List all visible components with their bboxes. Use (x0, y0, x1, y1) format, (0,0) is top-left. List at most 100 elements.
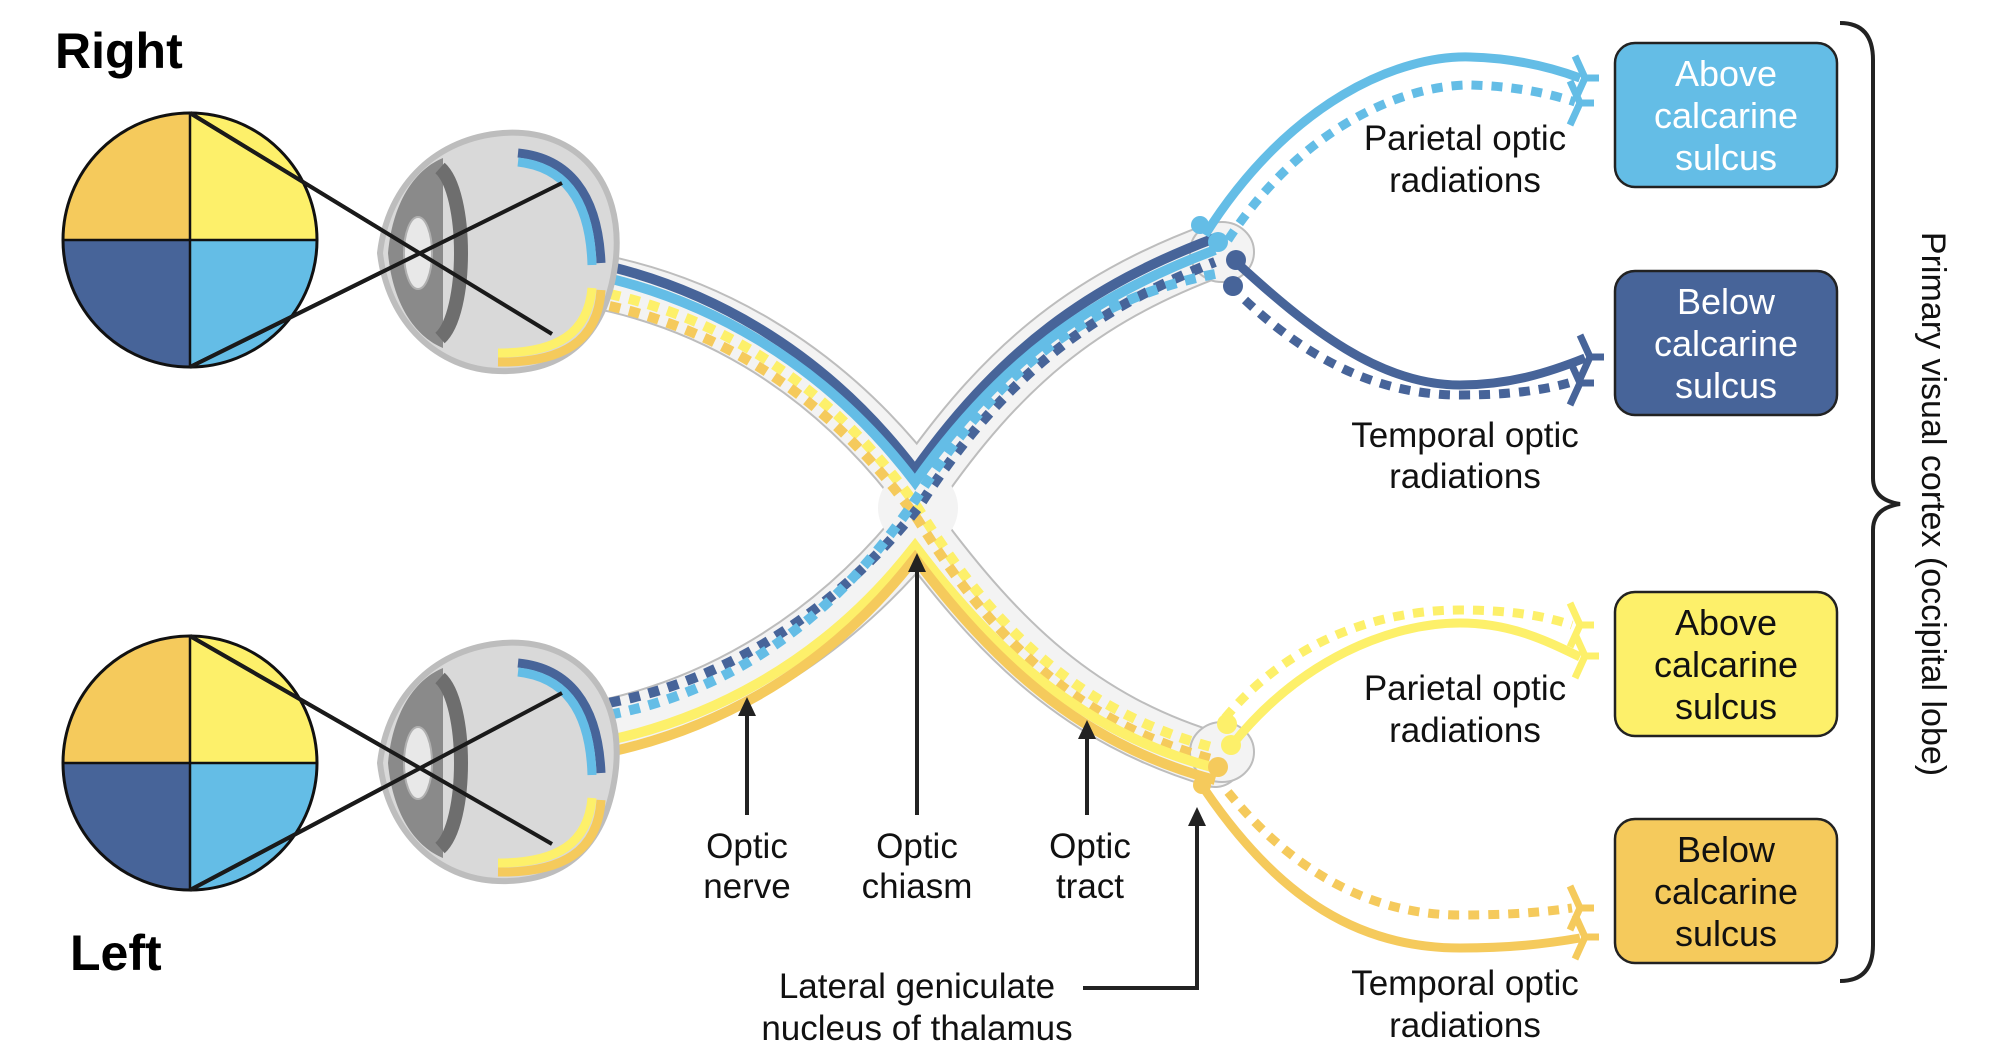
optic-nerve-label-1: Optic (706, 827, 788, 866)
ciliary-body (434, 162, 468, 344)
cortex-box-label: calcarine (1654, 95, 1798, 136)
cortex-box-label: Below (1677, 829, 1776, 870)
fibre-light-blue-dashed (589, 269, 1216, 723)
fibre-light-blue-solid (588, 245, 1217, 491)
retina-orange (497, 799, 606, 877)
quadrant-upper-right (190, 636, 317, 763)
neuron-dot (1208, 232, 1228, 252)
radiation-dark-blue-solid (1232, 258, 1587, 390)
cortex-box-label: calcarine (1654, 644, 1798, 685)
neuron-dot (1223, 276, 1243, 296)
lgn-label-1: Lateral geniculate (779, 967, 1055, 1006)
synapse-terminal-icon (1566, 884, 1594, 932)
radiation-light-blue-dashed (1224, 80, 1577, 243)
cortex-box-rect (1613, 817, 1839, 965)
parietal-upper-label-2: radiations (1389, 161, 1541, 200)
fibre-orange-dashed (589, 297, 1217, 765)
retina-dark-blue (517, 658, 606, 774)
temporal-lower-label-2: radiations (1389, 1006, 1541, 1045)
light-ray (189, 181, 563, 369)
left-visual-field (61, 634, 563, 892)
radiation-orange-dashed (1224, 789, 1573, 920)
quadrant-lower-left (63, 240, 190, 367)
neuron-dot (1193, 776, 1211, 794)
cortex-box-label: sulcus (1675, 686, 1777, 727)
arrowhead-icon (1188, 807, 1206, 826)
fibre-dark-blue-solid (588, 233, 1217, 479)
quadrant-lower-left (63, 763, 190, 890)
optic-radiations (1201, 52, 1587, 953)
arrowhead-icon (908, 553, 926, 572)
cortex-label: Primary visual cortex (occipital lobe) (1914, 232, 1952, 776)
lgn-label-2: nucleus of thalamus (761, 1009, 1072, 1048)
retina-light-blue (517, 157, 597, 266)
cortex-box-label: calcarine (1654, 871, 1798, 912)
cortex-boxes: AbovecalcarinesulcusBelowcalcarinesulcus… (1613, 41, 1839, 965)
light-ray (188, 111, 554, 336)
synapse-terminal-icon (1571, 632, 1599, 680)
cortex-box-rect (1613, 590, 1839, 738)
retina-yellow (497, 797, 597, 868)
quadrant-upper-right (190, 113, 317, 240)
optic-tract-label-1: Optic (1049, 827, 1131, 866)
fibre-yellow-solid (589, 537, 1217, 773)
cortex-box-label: calcarine (1654, 323, 1798, 364)
right-eyeball (376, 129, 620, 375)
arrowhead-icon (1078, 720, 1096, 739)
cortex-box-label: Above (1675, 602, 1777, 643)
light-ray (189, 634, 553, 846)
temporal-upper-label-1: Temporal optic (1351, 416, 1579, 455)
ciliary-body (434, 672, 468, 854)
neuron-dot (1226, 250, 1246, 270)
parietal-upper-label-1: Parietal optic (1364, 119, 1566, 158)
radiation-yellow-solid (1228, 618, 1582, 748)
optic-chiasm-label-1: Optic (876, 827, 958, 866)
temporal-lower-label-1: Temporal optic (1351, 964, 1579, 1003)
cortex-box-label: Above (1675, 53, 1777, 94)
parietal-lower-label-2: radiations (1389, 711, 1541, 750)
arrowhead-icon (738, 697, 756, 716)
retina-yellow (497, 287, 597, 358)
radiation-yellow-dashed (1221, 605, 1574, 721)
callout-arrows (738, 553, 1206, 990)
quadrant-lower-right (190, 763, 317, 890)
cortex-box-label: sulcus (1675, 913, 1777, 954)
optic-tract-label-2: tract (1056, 867, 1124, 906)
temporal-upper-label-2: radiations (1389, 457, 1541, 496)
fibre-orange-solid (589, 549, 1217, 785)
synapse-terminals (1566, 54, 1604, 961)
parietal-lower-label-1: Parietal optic (1364, 669, 1566, 708)
synapse-terminal-icon (1566, 601, 1594, 649)
quadrant-lower-right (190, 240, 317, 367)
synapse-terminal-icon (1571, 913, 1599, 961)
quadrant-upper-left (63, 636, 190, 763)
optic-nerve-label-2: nerve (703, 867, 791, 906)
synapse-terminal-icon (1566, 359, 1594, 407)
right-eye-title: Right (55, 23, 183, 79)
cortex-box-rect (1613, 269, 1839, 417)
neuron-dot (1217, 714, 1237, 734)
radiation-dark-blue-dashed (1241, 296, 1574, 400)
left-eye-title: Left (70, 925, 162, 981)
cortex-brace (1839, 21, 1901, 983)
neuron-dot (1191, 216, 1209, 234)
radiation-orange-solid (1201, 787, 1581, 953)
fibre-yellow-dashed (589, 285, 1217, 753)
cortex-box-label: sulcus (1675, 137, 1777, 178)
cortex-box-label: Below (1677, 281, 1776, 322)
synapse-terminal-icon (1576, 333, 1604, 381)
neuron-dot (1208, 757, 1228, 777)
optic-chiasm-label-2: chiasm (862, 867, 973, 906)
retina-light-blue (517, 667, 597, 776)
left-eyeball (376, 639, 620, 885)
retina-dark-blue (517, 148, 606, 264)
radiation-light-blue-solid (1201, 52, 1582, 238)
cortex-box-rect (1613, 41, 1839, 189)
synapse-terminal-icon (1566, 79, 1594, 127)
quadrant-upper-left (63, 113, 190, 240)
